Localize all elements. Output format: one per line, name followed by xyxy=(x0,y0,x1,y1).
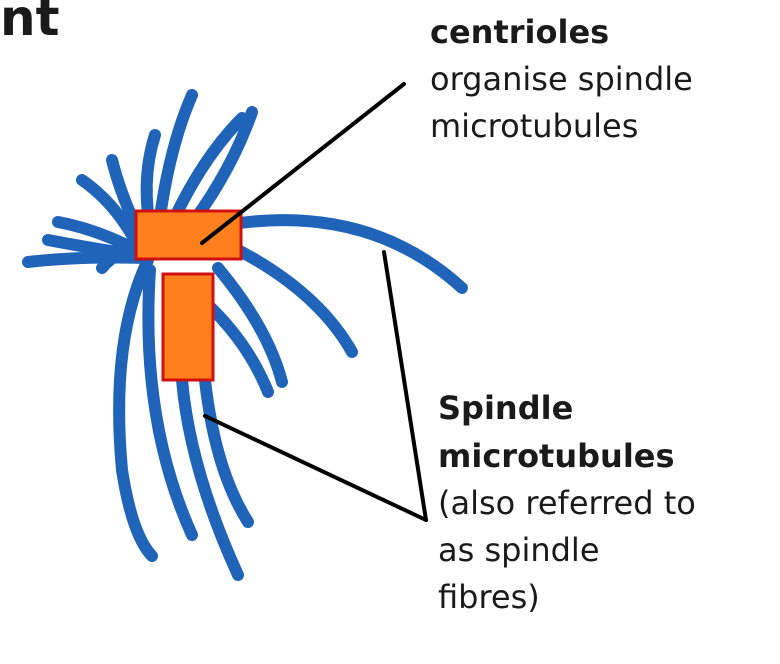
centrioles-description-line: organise spindle xyxy=(430,56,693,103)
centrioles-heading: centrioles xyxy=(430,8,693,56)
spindle-heading-line: Spindle xyxy=(438,384,696,432)
centriole-horizontal xyxy=(136,211,241,259)
spindle-heading-line: microtubules xyxy=(438,432,696,480)
microtubule xyxy=(232,220,462,288)
spindle-description-line: fibres) xyxy=(438,574,696,621)
spindle-leader-line-upper xyxy=(384,252,426,520)
microtubule xyxy=(238,250,352,352)
centrioles-label: centrioles organise spindle microtubules xyxy=(430,8,693,150)
spindle-description-line: as spindle xyxy=(438,527,696,574)
centrioles-description-line: microtubules xyxy=(430,103,693,150)
spindle-description-line: (also referred to xyxy=(438,480,696,527)
centriole-vertical xyxy=(163,274,213,380)
spindle-microtubules-label: Spindle microtubules (also referred to a… xyxy=(438,384,696,621)
